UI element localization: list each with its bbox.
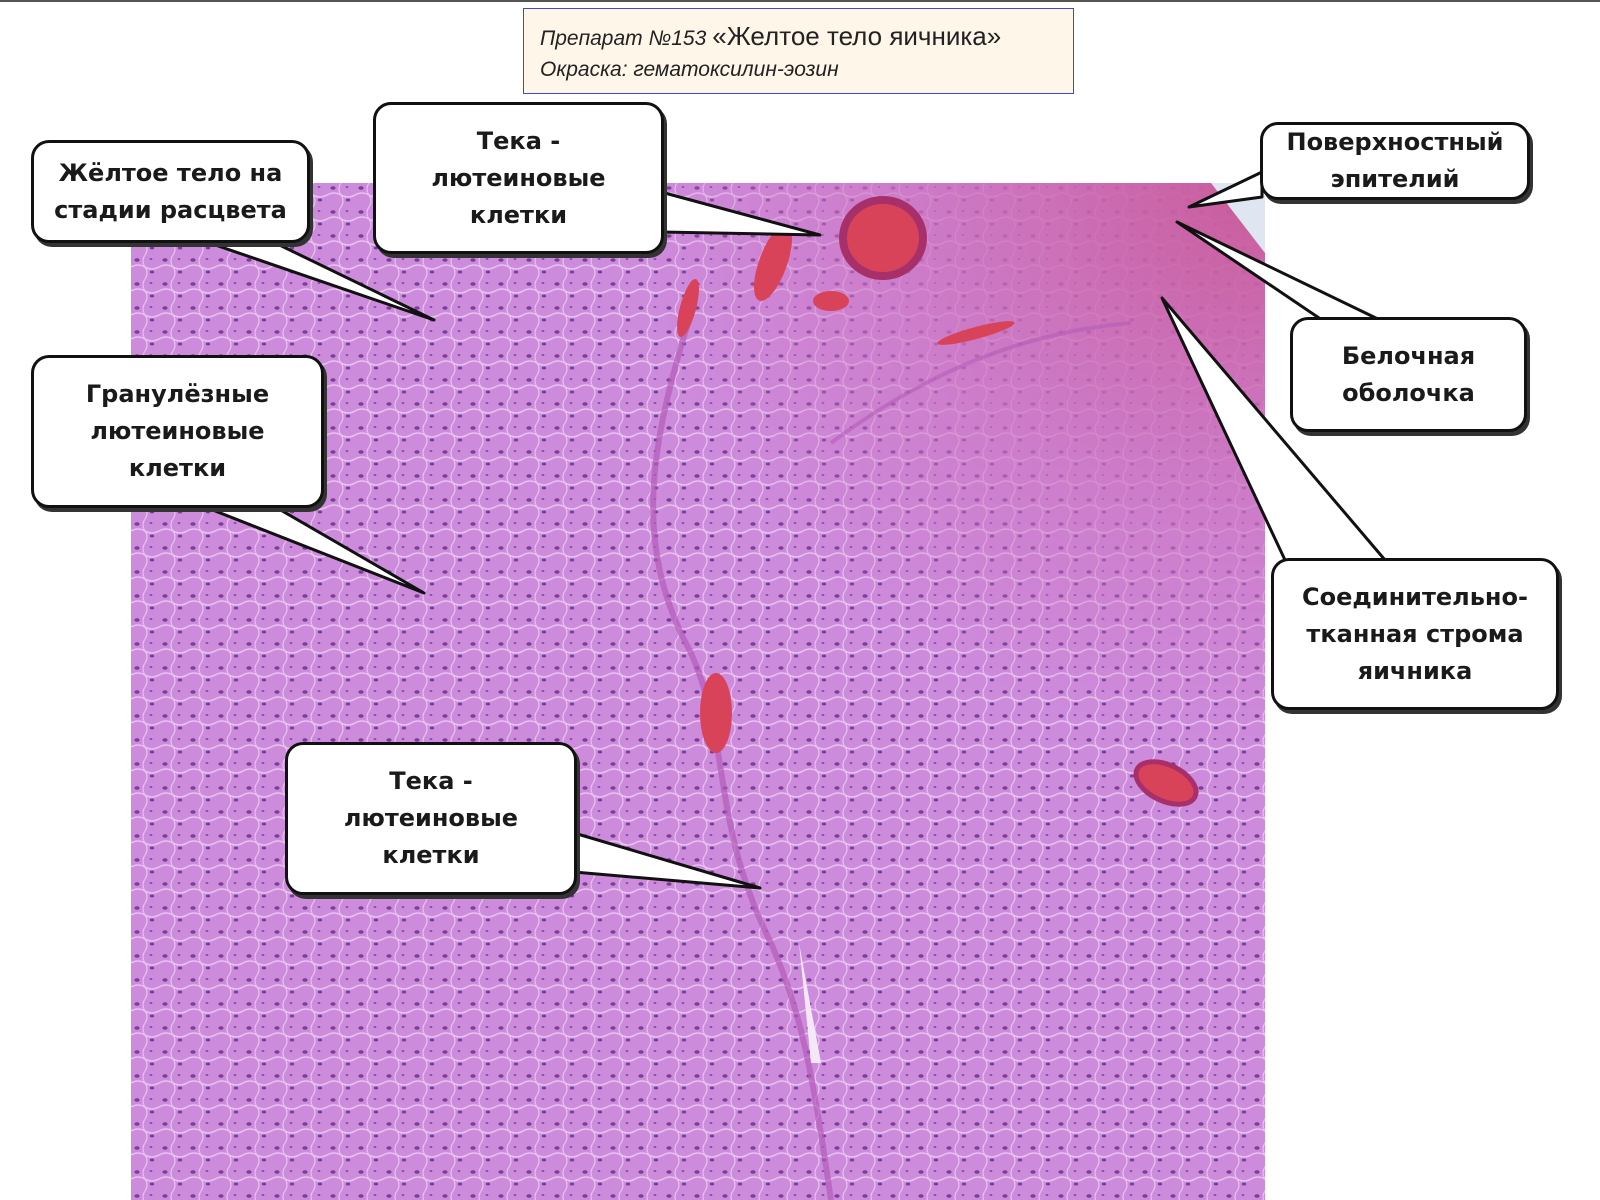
stain-method: Окраска: гематоксилин-эозин bbox=[540, 58, 839, 81]
label-theca-lutein-bottom: Тека - лютеиновые клетки bbox=[285, 742, 577, 895]
tissue-cleft bbox=[799, 943, 821, 1063]
label-tunica-albuginea: Белочная оболочка bbox=[1290, 317, 1527, 432]
label-text: Поверхностный эпителий bbox=[1286, 128, 1504, 193]
blood-vessel bbox=[1133, 759, 1199, 807]
connective-septum bbox=[650, 312, 834, 1200]
title-line: Препарат №153 «Желтое тело яичника» bbox=[540, 21, 1057, 52]
histology-micrograph bbox=[131, 183, 1265, 1200]
label-text: Тека - лютеиновые клетки bbox=[431, 126, 606, 229]
slide-title-box: Препарат №153 «Желтое тело яичника» Окра… bbox=[523, 8, 1074, 94]
label-connective-stroma: Соединительно- тканная строма яичника bbox=[1271, 558, 1559, 710]
preparation-number: Препарат №153 bbox=[540, 27, 707, 50]
label-text: Тека - лютеиновые клетки bbox=[343, 767, 519, 869]
label-granulosa-lutein: Гранулёзные лютеиновые клетки bbox=[31, 355, 324, 508]
label-text: Жёлтое тело на стадии расцвета bbox=[54, 158, 287, 224]
preparation-name: «Желтое тело яичника» bbox=[712, 21, 1002, 51]
connective-septum bbox=[829, 321, 1132, 445]
blood-vessel bbox=[937, 321, 1015, 345]
label-theca-lutein-top: Тека - лютеиновые клетки bbox=[373, 102, 664, 254]
label-text: Соединительно- тканная строма яичника bbox=[1302, 582, 1528, 685]
label-text: Гранулёзные лютеиновые клетки bbox=[85, 380, 270, 482]
capsule-region bbox=[131, 183, 1265, 1200]
blood-vessel bbox=[754, 225, 792, 301]
top-rule bbox=[0, 0, 1600, 2]
blood-vessel bbox=[839, 196, 927, 280]
blood-vessel bbox=[677, 278, 699, 338]
label-surface-epithelium: Поверхностный эпителий bbox=[1260, 122, 1530, 200]
label-corpus-luteum-bloom: Жёлтое тело на стадии расцвета bbox=[31, 140, 310, 243]
blood-vessel bbox=[700, 673, 732, 753]
label-text: Белочная оболочка bbox=[1341, 341, 1476, 407]
blood-vessel bbox=[813, 291, 849, 311]
tissue-image bbox=[131, 183, 1265, 1200]
